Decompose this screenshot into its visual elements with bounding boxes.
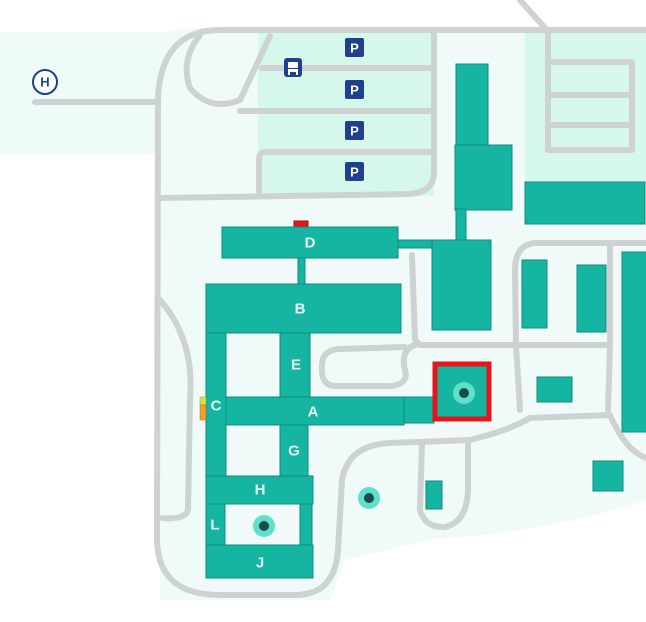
building-e[interactable]: E <box>279 332 311 398</box>
bridge-d-east <box>396 239 434 249</box>
bus-stop-icon[interactable] <box>284 58 302 77</box>
building-central-east[interactable] <box>431 239 492 331</box>
parking-label: P <box>350 41 359 56</box>
building-h-label: H <box>255 482 266 499</box>
hospital-icon[interactable]: H <box>32 69 58 95</box>
parking-icon[interactable]: P <box>345 162 364 181</box>
entrance-orange <box>199 404 207 421</box>
building-a[interactable]: A <box>225 396 435 426</box>
roads <box>32 0 646 598</box>
building-g[interactable]: G <box>279 424 309 478</box>
building-d-label: D <box>305 235 316 252</box>
building-east-3[interactable] <box>621 251 646 433</box>
parking-label: P <box>350 83 359 98</box>
building-north-tower[interactable] <box>455 63 489 147</box>
building-southeast[interactable] <box>592 460 624 492</box>
parking-label: P <box>350 165 359 180</box>
building-b[interactable]: B <box>205 283 402 334</box>
location-pin-icon[interactable] <box>253 515 275 537</box>
building-h[interactable]: H <box>205 475 314 505</box>
bridge-north <box>455 208 467 242</box>
parking-icon[interactable]: P <box>345 121 364 140</box>
building-l[interactable]: L <box>205 503 226 547</box>
building-j-label: J <box>256 555 264 572</box>
parking-label: P <box>350 124 359 139</box>
parking-icon[interactable]: P <box>345 80 364 99</box>
parking-icon[interactable]: P <box>345 38 364 57</box>
buildings: D B C E A G H L J <box>199 63 646 579</box>
building-a-label: A <box>308 404 319 421</box>
building-h-j-connector <box>299 503 313 547</box>
bridge-d-b <box>297 256 306 286</box>
building-d[interactable]: D <box>221 226 399 259</box>
building-northeast[interactable] <box>524 181 646 225</box>
building-g-label: G <box>288 443 300 460</box>
building-l-label: L <box>210 517 219 534</box>
location-pin-icon[interactable] <box>453 382 475 404</box>
building-c[interactable]: C <box>205 332 227 479</box>
hospital-label: H <box>40 75 49 90</box>
entrance-yellow <box>199 396 207 406</box>
building-e-label: E <box>291 357 301 374</box>
building-east-1[interactable] <box>521 259 548 329</box>
area-west <box>0 32 165 154</box>
building-south-small[interactable] <box>425 480 443 510</box>
building-east-small[interactable] <box>536 376 573 403</box>
building-b-label: B <box>295 301 306 318</box>
building-east-2[interactable] <box>576 264 607 333</box>
building-j[interactable]: J <box>205 544 314 579</box>
building-north-wing[interactable] <box>454 144 513 211</box>
location-pin-icon[interactable] <box>358 487 380 509</box>
building-c-label: C <box>211 398 222 415</box>
area-northeast <box>525 32 646 182</box>
